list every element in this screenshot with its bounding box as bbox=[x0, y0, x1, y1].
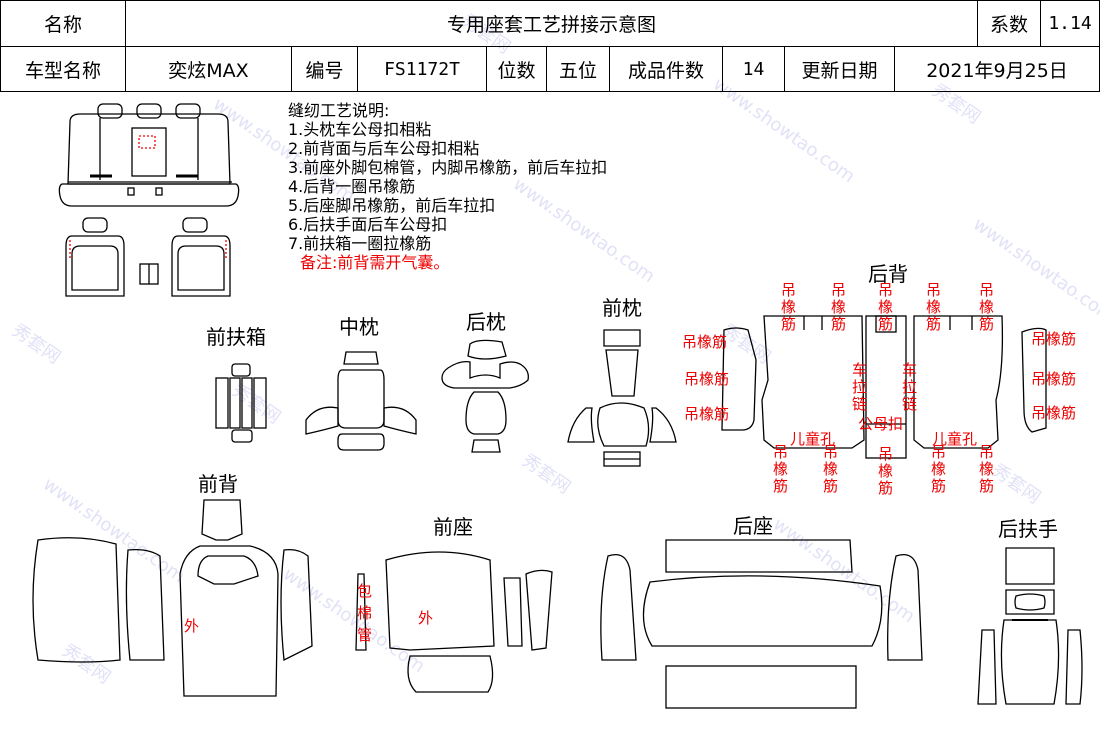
note-hang-elastic: 吊橡筋 bbox=[877, 445, 893, 497]
notes-remark: 备注:前背需开气囊。 bbox=[300, 253, 450, 272]
note-hang-elastic: 吊橡筋 bbox=[684, 405, 730, 423]
note-child-hole: 儿童孔 bbox=[790, 430, 836, 448]
note-item-4: 4.后背一圈吊橡筋 bbox=[288, 177, 416, 196]
notes-heading: 缝纫工艺说明: bbox=[288, 101, 390, 120]
sewing-notes: 缝纫工艺说明: 1.头枕车公母扣相粘 2.前背面与后车公母扣相粘 3.前座外脚包… bbox=[288, 101, 607, 272]
note-hang-elastic: 吊橡筋 bbox=[930, 443, 946, 495]
note-item-1: 1.头枕车公母扣相粘 bbox=[288, 120, 432, 139]
note-item-7: 7.前扶箱一圈拉橡筋 bbox=[288, 234, 432, 253]
label-rear-armrest: 后扶手 bbox=[998, 517, 1058, 541]
note-item-2: 2.前背面与后车公母扣相粘 bbox=[288, 139, 480, 158]
label-front-pillow: 前枕 bbox=[602, 296, 642, 320]
label-front-box: 前扶箱 bbox=[206, 325, 266, 349]
label-front-seat: 前座 bbox=[433, 515, 473, 539]
shape-mid-pillow bbox=[305, 351, 417, 451]
note-hang-elastic: 吊橡筋 bbox=[684, 370, 730, 388]
note-hang-elastic: 吊橡筋 bbox=[772, 443, 788, 495]
shape-rear-back bbox=[721, 315, 1047, 459]
shape-front-seat bbox=[355, 551, 553, 693]
label-mid-pillow: 中枕 bbox=[339, 315, 379, 339]
thumbnail-front-seats bbox=[65, 217, 231, 297]
note-outer: 外 bbox=[184, 617, 200, 635]
note-zipper: 车拉链 bbox=[901, 361, 917, 413]
label-rear-seat: 后座 bbox=[733, 514, 773, 538]
note-outer: 外 bbox=[418, 609, 434, 627]
note-hang-elastic: 吊橡筋 bbox=[682, 333, 728, 351]
note-foam-tube: 包棉管 bbox=[356, 582, 372, 644]
note-hang-elastic: 吊橡筋 bbox=[978, 281, 994, 333]
label-rear-pillow: 后枕 bbox=[466, 310, 506, 334]
shape-front-back bbox=[32, 499, 313, 697]
note-hang-elastic: 吊橡筋 bbox=[925, 281, 941, 333]
note-item-5: 5.后座脚吊橡筋，前后车拉扣 bbox=[288, 196, 496, 215]
note-child-hole: 儿童孔 bbox=[932, 430, 978, 448]
shape-rear-pillow bbox=[441, 339, 529, 453]
note-snap: 公母扣 bbox=[858, 415, 904, 433]
note-hang-elastic: 吊橡筋 bbox=[1031, 330, 1077, 348]
note-hang-elastic: 吊橡筋 bbox=[1031, 370, 1077, 388]
thumbnail-rear-bench bbox=[58, 103, 240, 207]
shape-rear-armrest bbox=[977, 547, 1083, 705]
note-item-3: 3.前座外脚包棉管，内脚吊橡筋，前后车拉扣 bbox=[288, 158, 608, 177]
title-block: 名称 专用座套工艺拼接示意图 系数 1.14 车型名称 奕炫MAX 编号 FS1… bbox=[0, 0, 1100, 92]
note-item-6: 6.后扶手面后车公母扣 bbox=[288, 215, 448, 234]
label-rear-back: 后背 bbox=[868, 262, 908, 286]
label-front-back: 前背 bbox=[198, 472, 238, 496]
shape-front-pillow bbox=[567, 329, 677, 467]
note-hang-elastic: 吊橡筋 bbox=[830, 281, 846, 333]
note-hang-elastic: 吊橡筋 bbox=[978, 443, 994, 495]
shape-front-box bbox=[215, 363, 267, 443]
note-hang-elastic: 吊橡筋 bbox=[1031, 404, 1077, 422]
note-hang-elastic: 吊橡筋 bbox=[822, 443, 838, 495]
note-hang-elastic: 吊橡筋 bbox=[780, 281, 796, 333]
note-hang-elastic: 吊橡筋 bbox=[877, 281, 893, 333]
shape-rear-seat bbox=[600, 539, 923, 709]
note-zipper: 车拉链 bbox=[851, 361, 867, 413]
